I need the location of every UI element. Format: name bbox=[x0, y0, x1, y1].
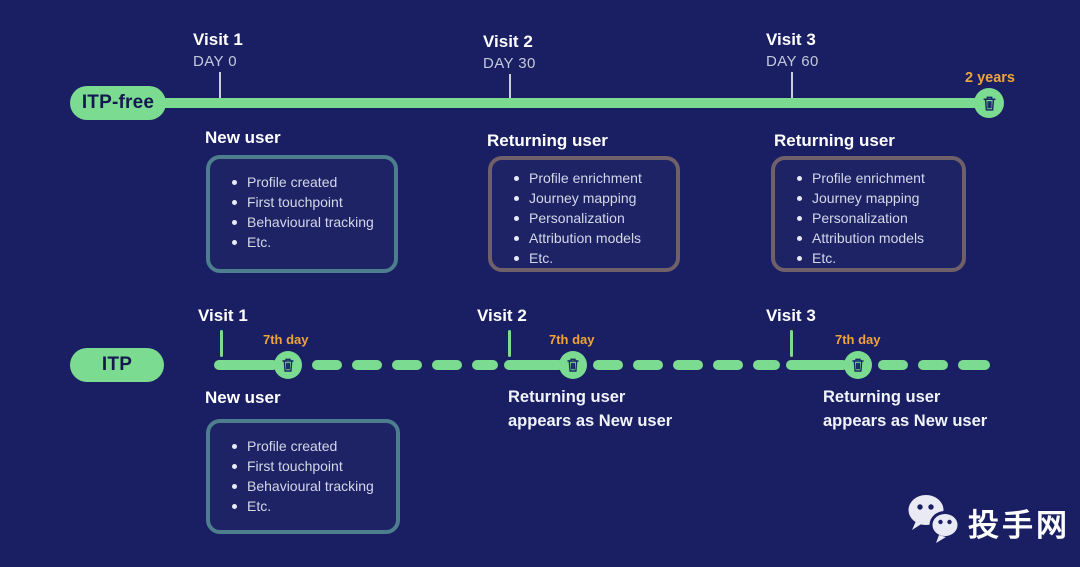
list-item: Behavioural tracking bbox=[230, 476, 386, 496]
cookie-delete-marker-visit2 bbox=[559, 351, 587, 379]
visit2-top-label: Visit 2 DAY 30 bbox=[483, 32, 536, 72]
cookie-delete-marker-visit3 bbox=[844, 351, 872, 379]
list-item: Profile enrichment bbox=[512, 168, 666, 188]
list-item: Profile enrichment bbox=[795, 168, 952, 188]
visit2-bottom-label: Visit 2 bbox=[477, 306, 527, 325]
card-returning-user-1: Profile enrichment Journey mapping Perso… bbox=[488, 156, 680, 272]
visit1-bottom-label: Visit 1 bbox=[198, 306, 248, 325]
seven-day-label-2: 7th day bbox=[549, 332, 595, 347]
card-returning-user-1-list: Profile enrichment Journey mapping Perso… bbox=[512, 168, 666, 268]
visit1-top-label: Visit 1 DAY 0 bbox=[193, 30, 243, 70]
card-new-user-top-list: Profile created First touchpoint Behavio… bbox=[230, 172, 384, 252]
timeline-dash bbox=[432, 360, 462, 370]
visit1-bottom-title: Visit 1 bbox=[198, 306, 248, 325]
visit2-bottom-title: Visit 2 bbox=[477, 306, 527, 325]
note-line1: Returning user bbox=[508, 388, 626, 406]
card-returning-user-2: Profile enrichment Journey mapping Perso… bbox=[771, 156, 966, 272]
visit3-bottom-label: Visit 3 bbox=[766, 306, 816, 325]
timeline-dash bbox=[312, 360, 342, 370]
seven-day-label-1: 7th day bbox=[263, 332, 309, 347]
visit2-top-day: DAY 30 bbox=[483, 55, 536, 72]
list-item: First touchpoint bbox=[230, 192, 384, 212]
list-item: Journey mapping bbox=[795, 188, 952, 208]
timeline-dash bbox=[753, 360, 780, 370]
timeline-dash bbox=[673, 360, 703, 370]
note-line2: appears as New user bbox=[508, 412, 673, 430]
list-item: Personalization bbox=[795, 208, 952, 228]
timeline-dash bbox=[392, 360, 422, 370]
list-item: Etc. bbox=[230, 496, 386, 516]
trash-icon bbox=[282, 358, 294, 372]
note-line2: appears as New user bbox=[823, 412, 988, 430]
wechat-icon bbox=[903, 489, 965, 549]
visit3-top-day: DAY 60 bbox=[766, 53, 819, 70]
list-item: Attribution models bbox=[795, 228, 952, 248]
card-title-new-user-bottom: New user bbox=[205, 388, 281, 407]
list-item: Attribution models bbox=[512, 228, 666, 248]
tick-visit3-bottom bbox=[790, 330, 793, 357]
timeline-dash bbox=[878, 360, 908, 370]
timeline-dash bbox=[593, 360, 623, 370]
list-item: Behavioural tracking bbox=[230, 212, 384, 232]
timeline-dash bbox=[918, 360, 948, 370]
timeline-dash bbox=[633, 360, 663, 370]
list-item: Etc. bbox=[512, 248, 666, 268]
tick-visit1-bottom bbox=[220, 330, 223, 357]
card-title-returning-user-2: Returning user bbox=[774, 131, 895, 150]
list-item: Etc. bbox=[230, 232, 384, 252]
card-returning-user-2-list: Profile enrichment Journey mapping Perso… bbox=[795, 168, 952, 268]
itp-free-pill: ITP-free bbox=[70, 86, 166, 120]
card-title-new-user-top: New user bbox=[205, 128, 281, 147]
itp-label: ITP bbox=[101, 354, 133, 375]
card-title-returning-user-1: Returning user bbox=[487, 131, 608, 150]
card-new-user-top: Profile created First touchpoint Behavio… bbox=[206, 155, 398, 273]
itp-free-label: ITP-free bbox=[81, 92, 155, 113]
segment-visit2 bbox=[504, 360, 564, 370]
visit3-top-label: Visit 3 DAY 60 bbox=[766, 30, 819, 70]
two-years-label: 2 years bbox=[965, 70, 1015, 86]
list-item: Etc. bbox=[795, 248, 952, 268]
brand-name: 投手网 bbox=[968, 508, 1070, 543]
list-item: Personalization bbox=[512, 208, 666, 228]
segment-visit3 bbox=[786, 360, 848, 370]
visit1-top-day: DAY 0 bbox=[193, 53, 237, 70]
tick-visit3-top bbox=[791, 72, 793, 98]
card-new-user-bottom-list: Profile created First touchpoint Behavio… bbox=[230, 436, 386, 516]
list-item: Profile created bbox=[230, 436, 386, 456]
visit2-top-title: Visit 2 bbox=[483, 32, 533, 51]
timeline-dash bbox=[472, 360, 498, 370]
timeline-dash bbox=[352, 360, 382, 370]
list-item: First touchpoint bbox=[230, 456, 386, 476]
itp-pill: ITP bbox=[70, 348, 164, 382]
seven-day-label-3: 7th day bbox=[835, 332, 881, 347]
timeline-dash bbox=[713, 360, 743, 370]
cookie-delete-marker-visit1 bbox=[274, 351, 302, 379]
tick-visit2-bottom bbox=[508, 330, 511, 357]
trash-icon bbox=[567, 358, 579, 372]
list-item: Journey mapping bbox=[512, 188, 666, 208]
tick-visit2-top bbox=[509, 74, 511, 98]
tick-visit1-top bbox=[219, 72, 221, 98]
card-new-user-bottom: Profile created First touchpoint Behavio… bbox=[206, 419, 400, 534]
itp-free-timeline-line bbox=[158, 98, 992, 108]
trash-icon bbox=[852, 358, 864, 372]
visit3-top-title: Visit 3 bbox=[766, 30, 816, 49]
list-item: Profile created bbox=[230, 172, 384, 192]
note-line1: Returning user bbox=[823, 388, 941, 406]
note-returning-as-new-1: Returning user appears as New user bbox=[508, 385, 672, 433]
note-returning-as-new-2: Returning user appears as New user bbox=[823, 385, 987, 433]
trash-icon bbox=[982, 96, 996, 111]
timeline-dash bbox=[958, 360, 990, 370]
visit1-top-title: Visit 1 bbox=[193, 30, 243, 49]
cookie-delete-marker-2years bbox=[974, 88, 1004, 118]
visit3-bottom-title: Visit 3 bbox=[766, 306, 816, 325]
segment-visit1 bbox=[214, 360, 278, 370]
